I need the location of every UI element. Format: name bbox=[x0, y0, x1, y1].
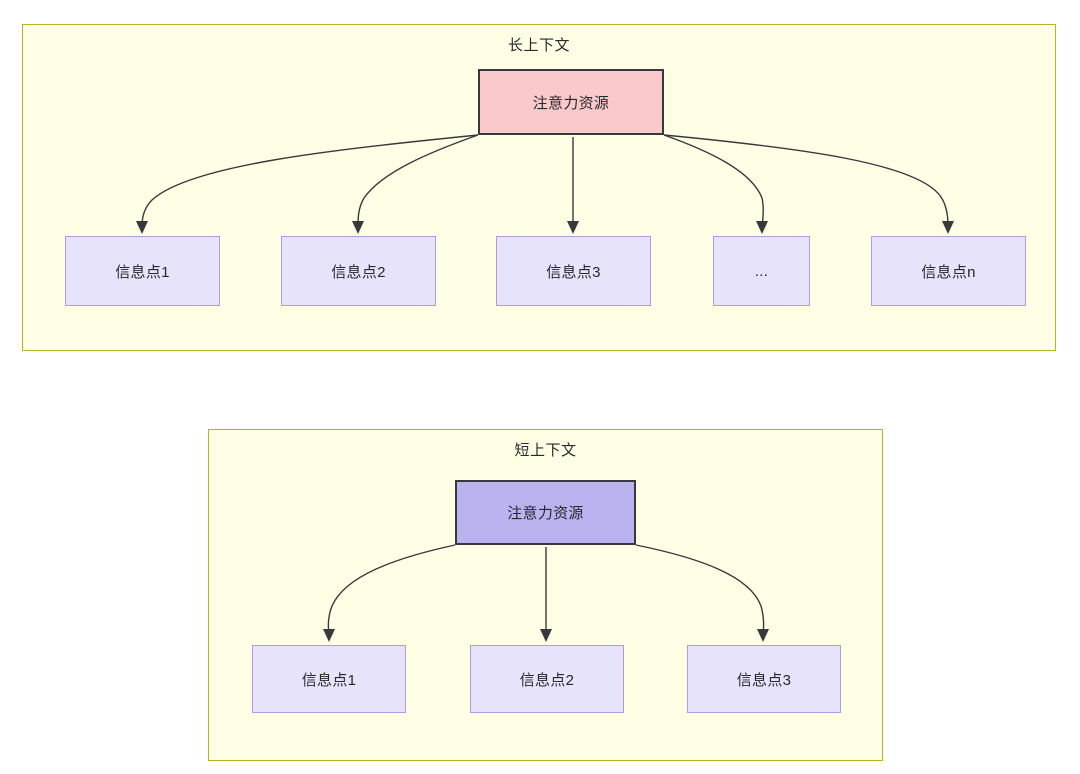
long-context-info-label-2: 信息点2 bbox=[331, 263, 386, 281]
long-context-attention-node[interactable]: 注意力资源 bbox=[478, 69, 664, 135]
long-context-info-label-n: 信息点n bbox=[921, 263, 976, 281]
short-context-attention-label: 注意力资源 bbox=[507, 505, 584, 522]
long-context-info-node-1[interactable]: 信息点1 bbox=[65, 236, 220, 306]
short-context-info-node-3[interactable]: 信息点3 bbox=[687, 645, 841, 713]
short-context-info-node-2[interactable]: 信息点2 bbox=[470, 645, 624, 713]
long-context-info-label-3: 信息点3 bbox=[546, 263, 601, 281]
long-context-info-label-1: 信息点1 bbox=[115, 263, 170, 281]
long-context-title: 长上下文 bbox=[507, 37, 570, 54]
short-context-info-label-2: 信息点2 bbox=[519, 671, 575, 689]
long-context-attention-label: 注意力资源 bbox=[532, 94, 610, 112]
long-context-info-node-2[interactable]: 信息点2 bbox=[281, 236, 436, 306]
long-context-info-label-ellipsis: ... bbox=[754, 262, 769, 280]
long-context-info-node-n[interactable]: 信息点n bbox=[871, 236, 1026, 306]
short-context-attention-node[interactable]: 注意力资源 bbox=[455, 480, 636, 545]
short-context-info-label-3: 信息点3 bbox=[736, 671, 792, 689]
short-context-title: 短上下文 bbox=[514, 442, 577, 459]
short-context-info-label-1: 信息点1 bbox=[301, 671, 357, 689]
long-context-info-node-ellipsis[interactable]: ... bbox=[713, 236, 810, 306]
long-context-info-node-3[interactable]: 信息点3 bbox=[496, 236, 651, 306]
short-context-info-node-1[interactable]: 信息点1 bbox=[252, 645, 406, 713]
